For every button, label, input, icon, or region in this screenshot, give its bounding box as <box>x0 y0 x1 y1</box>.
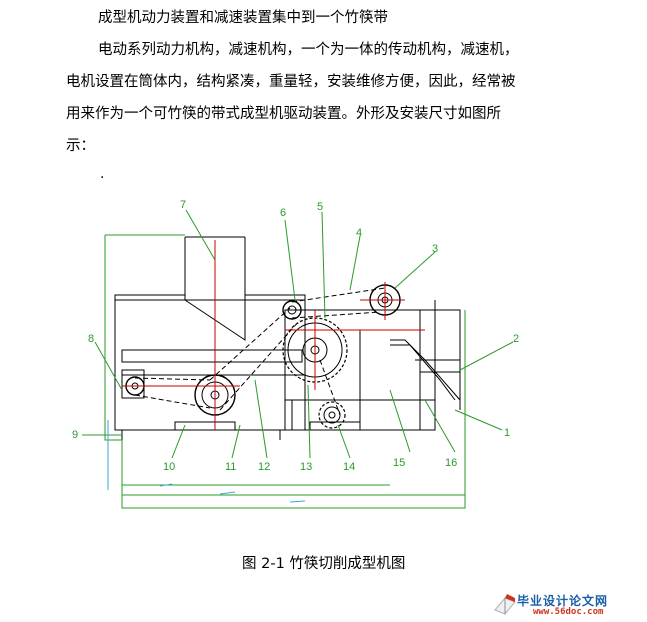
part-label-6: 6 <box>280 207 286 219</box>
part-label-11: 11 <box>225 461 236 473</box>
part-label-10: 10 <box>163 461 175 473</box>
paragraph-line-5: 示： <box>66 138 95 154</box>
paragraph-line-2: 电动系列动力机构，减速机构，一个为一体的传动机构，减速机， <box>98 42 519 58</box>
watermark-name: 毕业设计论文网 <box>517 594 609 608</box>
part-labels: 7 6 5 4 3 2 1 8 9 10 11 12 13 14 15 16 <box>72 199 519 473</box>
part-label-2: 2 <box>513 333 519 345</box>
hopper <box>114 236 306 341</box>
part-label-16: 16 <box>445 457 457 469</box>
pulleys <box>125 284 401 429</box>
figure-caption: 图 2-1 竹筷切削成型机图 <box>242 556 406 572</box>
paragraph-line-4: 用来作为一个可竹筷的带式成型机驱动装置。外形及安装尺寸如图所 <box>66 106 501 122</box>
centerlines <box>122 240 425 430</box>
machine-drawing: 7 6 5 4 3 2 1 8 9 10 11 12 13 14 15 16 <box>72 199 519 509</box>
part-label-3: 3 <box>432 243 438 255</box>
paragraph-line-3: 电机设置在筒体内，结构紧凑，重量轻，安装维修方便，因此，经常被 <box>66 74 516 90</box>
site-watermark: 毕业设计论文网 www.56doc.com <box>489 590 639 620</box>
part-label-9: 9 <box>72 429 78 441</box>
paragraph-line-1: 成型机动力装置和减速装置集中到一个竹筷带 <box>98 10 388 26</box>
part-label-4: 4 <box>356 227 362 239</box>
part-label-7: 7 <box>180 199 186 211</box>
part-label-12: 12 <box>258 461 270 473</box>
book-logo-icon <box>494 594 516 615</box>
watermark-url: www.56doc.com <box>533 607 604 617</box>
stray-dot: . <box>100 166 105 182</box>
part-label-15: 15 <box>393 457 405 469</box>
frame <box>114 299 461 440</box>
part-label-8: 8 <box>88 333 94 345</box>
part-label-1: 1 <box>504 427 510 439</box>
part-label-5: 5 <box>317 201 323 213</box>
part-label-14: 14 <box>343 461 355 473</box>
leader-lines <box>82 209 514 509</box>
part-label-13: 13 <box>300 461 312 473</box>
ground-marks <box>107 420 306 503</box>
